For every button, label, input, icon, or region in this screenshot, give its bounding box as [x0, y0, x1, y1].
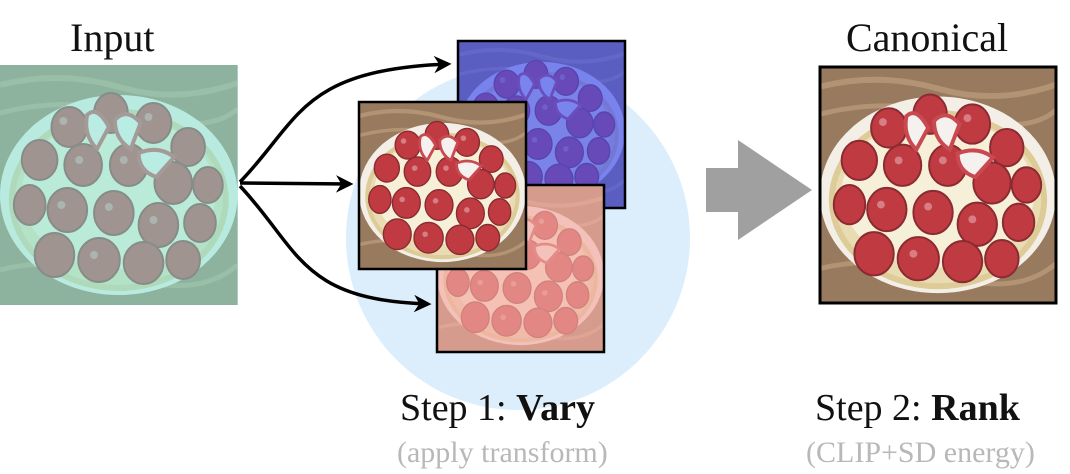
step1-subtitle: (apply transform): [397, 436, 608, 469]
canonical-image: [818, 65, 1058, 305]
original-variant-image: [357, 100, 528, 271]
arrow-to-blue: [238, 55, 452, 184]
step2-subtitle: (CLIP+SD energy): [806, 436, 1035, 469]
arrow-to-red: [238, 184, 432, 313]
step1-word: Vary: [516, 387, 595, 429]
step2-label: Step 2: Rank: [815, 386, 1020, 430]
canonical-title: Canonical: [846, 15, 1009, 60]
step1-label: Step 1: Vary: [400, 386, 595, 430]
transform-arrows: [238, 55, 452, 313]
step2-word: Rank: [931, 387, 1020, 429]
input-image: [0, 65, 238, 305]
input-title: Input: [70, 15, 155, 60]
step2-prefix: Step 2:: [815, 387, 932, 429]
step1-prefix: Step 1:: [400, 387, 517, 429]
arrow-to-center: [239, 175, 354, 193]
rank-arrow-icon: [706, 140, 812, 240]
